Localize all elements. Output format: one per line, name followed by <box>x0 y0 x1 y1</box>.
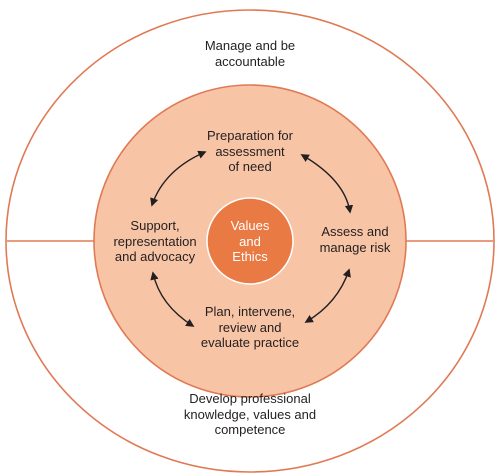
arrow-right-bottom <box>304 268 351 323</box>
bottom-node-label: Plan, intervene, review and evaluate pra… <box>200 304 300 350</box>
center-circle <box>206 197 294 285</box>
top-node-label: Preparation for assessment of need <box>207 128 293 174</box>
center-label: Values and Ethics <box>230 218 270 264</box>
left-node-label: Support, representation and advocacy <box>113 218 197 264</box>
arrow-bottom-left <box>150 271 195 327</box>
outer-bottom-label: Develop professional knowledge, values a… <box>183 391 317 437</box>
arrow-left-top <box>150 150 207 207</box>
outer-top-label: Manage and be accountable <box>204 38 296 69</box>
right-node-label: Assess and manage risk <box>319 224 391 255</box>
arrow-top-right <box>300 154 354 214</box>
